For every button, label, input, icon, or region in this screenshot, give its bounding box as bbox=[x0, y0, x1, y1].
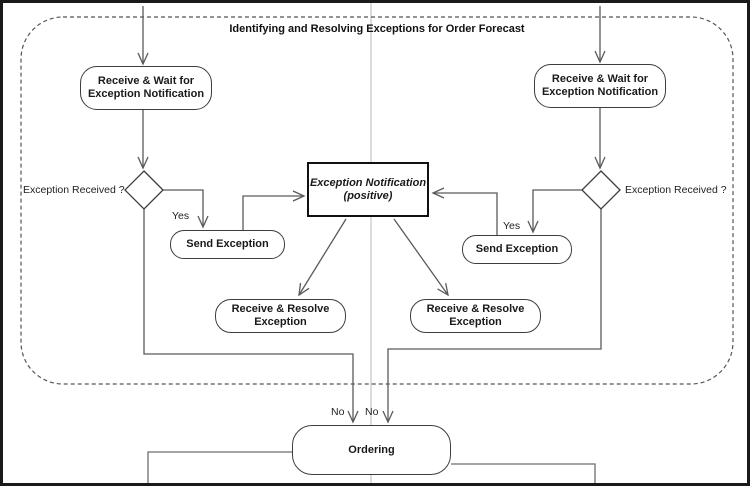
node-label: Send Exception bbox=[186, 238, 269, 250]
edge-send-right-to-central bbox=[431, 187, 498, 236]
node-label: Exception bbox=[254, 316, 307, 328]
decision-label-right: Exception Received ? bbox=[625, 184, 727, 196]
edge-ordering-exit-left bbox=[147, 451, 293, 483]
edge-no-left bbox=[143, 208, 359, 424]
edge-central-to-resolve-left bbox=[298, 218, 347, 297]
node-label: Receive & Resolve bbox=[231, 303, 330, 315]
node-label: Receive & Wait for bbox=[551, 73, 649, 85]
yes-label-left: Yes bbox=[172, 210, 190, 222]
node-label: Ordering bbox=[348, 443, 395, 456]
edge-yes-right bbox=[527, 189, 582, 234]
edge-central-to-resolve-right bbox=[393, 218, 449, 297]
node-receive-wait-right: Receive & Wait for Exception Notificatio… bbox=[534, 64, 666, 108]
node-label: Receive & Wait for bbox=[97, 75, 195, 87]
decision-diamond-left bbox=[124, 170, 164, 210]
node-send-exception-left: Send Exception bbox=[170, 230, 285, 259]
node-receive-wait-left: Receive & Wait for Exception Notificatio… bbox=[80, 66, 212, 110]
decision-diamond-right bbox=[581, 170, 621, 210]
node-label: (positive) bbox=[343, 189, 393, 202]
node-label: Exception Notification bbox=[309, 176, 427, 189]
connector-layer bbox=[20, 3, 734, 483]
decision-label-left: Exception Received ? bbox=[23, 184, 125, 196]
node-label: Exception Notification bbox=[541, 86, 659, 98]
node-label: Send Exception bbox=[475, 243, 559, 255]
node-receive-resolve-left: Receive & Resolve Exception bbox=[215, 299, 346, 333]
dashed-activity-frame bbox=[20, 16, 734, 385]
edge-yes-left bbox=[163, 189, 209, 229]
edge-ordering-exit-right bbox=[451, 463, 596, 483]
node-send-exception-right: Send Exception bbox=[462, 235, 572, 264]
node-receive-resolve-right: Receive & Resolve Exception bbox=[410, 299, 541, 333]
yes-label-right: Yes bbox=[503, 220, 521, 232]
edge-send-left-to-central bbox=[242, 190, 306, 231]
diagram-title: Identifying and Resolving Exceptions for… bbox=[229, 23, 525, 35]
no-label-right: No bbox=[365, 406, 379, 418]
node-label: Receive & Resolve bbox=[426, 303, 525, 315]
node-label: Exception bbox=[449, 316, 502, 328]
node-label: Exception Notification bbox=[87, 88, 205, 100]
edge-no-right bbox=[382, 208, 602, 424]
node-exception-notification: Exception Notification (positive) bbox=[307, 162, 429, 217]
no-label-left: No bbox=[331, 406, 345, 418]
node-ordering: Ordering bbox=[292, 425, 451, 475]
